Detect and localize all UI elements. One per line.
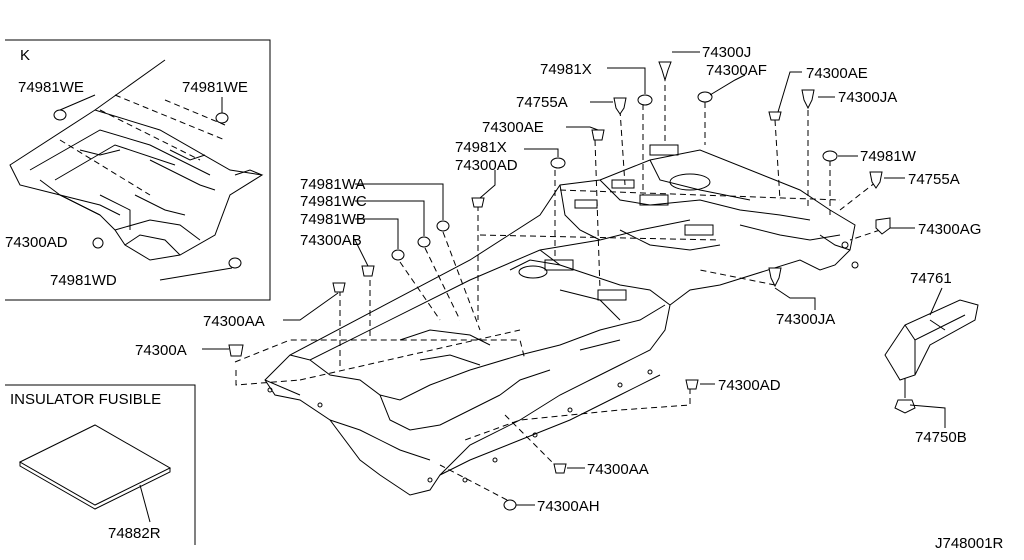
callout-74981wb: 74981WB: [300, 211, 366, 228]
callout-74300ad-inset: 74300AD: [5, 234, 68, 251]
callout-74981x-mid: 74981X: [455, 139, 507, 156]
main-floor-panel: [264, 144, 859, 496]
clip-74300ad-mid: [471, 197, 485, 208]
clip-74300ja-top: [801, 89, 815, 110]
callout-74750b: 74750B: [915, 429, 967, 446]
callout-74300ae-mid: 74300AE: [482, 119, 544, 136]
callout-74755a-right: 74755A: [908, 171, 960, 188]
grommet-74981wa: [436, 220, 450, 232]
callout-74300j: 74300J: [702, 44, 751, 61]
insulator-part-number: 74882R: [108, 525, 161, 542]
callout-74761: 74761: [910, 270, 952, 287]
callout-74300ae-right: 74300AE: [806, 65, 868, 82]
bracket-74761: [884, 287, 979, 428]
grommet-74300ah: [503, 499, 517, 511]
callout-74300ad-mid: 74300AD: [455, 157, 518, 174]
grommet-74981x-top: [637, 94, 653, 106]
callout-74300ja-low: 74300JA: [776, 311, 835, 328]
grommet-74981we-left: [53, 109, 67, 121]
clip-74755a-right: [869, 171, 883, 189]
callout-74300aa-left: 74300AA: [203, 313, 265, 330]
grommet-74981wd: [228, 257, 242, 269]
inset-insulator: INSULATOR FUSIBLE 74882R: [5, 384, 196, 545]
callout-74755a-top: 74755A: [516, 94, 568, 111]
callout-74981w: 74981W: [860, 148, 917, 165]
callout-74300af: 74300AF: [706, 62, 767, 79]
callout-74981we-right: 74981WE: [182, 79, 248, 96]
callout-74981wa: 74981WA: [300, 176, 365, 193]
nut-74750b: [894, 399, 916, 414]
clip-74300ae-right: [768, 111, 782, 121]
inset-k-letter: K: [20, 47, 30, 64]
inset-k: K 74981WE 74981WE 7430: [5, 39, 271, 301]
dashed-leaders: [234, 75, 881, 501]
clip-74300ae-mid: [591, 129, 605, 141]
callout-74981wc: 74981WC: [300, 193, 367, 210]
solid-leaders: [202, 51, 915, 506]
clip-74300ja-low: [768, 267, 782, 288]
callout-74300a: 74300A: [135, 342, 187, 359]
grommet-74981wb: [391, 249, 405, 261]
clip-74300ab: [361, 265, 375, 277]
callout-74300ah: 74300AH: [537, 498, 600, 515]
grommet-74981wc: [417, 236, 431, 248]
grommet-74300af: [697, 91, 713, 103]
callout-labels: 74981X 74300J 74300AF 74300AE 74755A 743…: [135, 44, 1004, 552]
callout-74981wd: 74981WD: [50, 272, 117, 289]
callout-74300ab: 74300AB: [300, 232, 362, 249]
insulator-sheet: [18, 424, 172, 506]
clip-74300aa-low: [553, 463, 567, 474]
callout-74981x-top: 74981X: [540, 61, 592, 78]
clip-74300ag: [875, 217, 891, 235]
callout-74300aa-low: 74300AA: [587, 461, 649, 478]
insulator-title: INSULATOR FUSIBLE: [10, 391, 161, 408]
grommet-74981w: [822, 150, 838, 162]
clip-74300a: [228, 344, 244, 357]
grommet-74981we-right: [215, 112, 229, 124]
callout-74300ad-low: 74300AD: [718, 377, 781, 394]
clip-74300aa-left: [332, 282, 346, 293]
clip-74300j: [658, 61, 672, 82]
callout-74300ag: 74300AG: [918, 221, 981, 238]
reference-code: J748001R: [935, 535, 1004, 552]
clip-74755a-top: [613, 97, 627, 115]
clip-74300ad-low: [685, 379, 699, 390]
grommet-74981x-mid: [550, 157, 566, 169]
callout-74981we-left: 74981WE: [18, 79, 84, 96]
callout-74300ja-top: 74300JA: [838, 89, 897, 106]
clip-74300ad-inset: [92, 237, 104, 249]
inset-k-floor-drawing: [9, 59, 264, 261]
fastener-symbols: [228, 61, 891, 511]
